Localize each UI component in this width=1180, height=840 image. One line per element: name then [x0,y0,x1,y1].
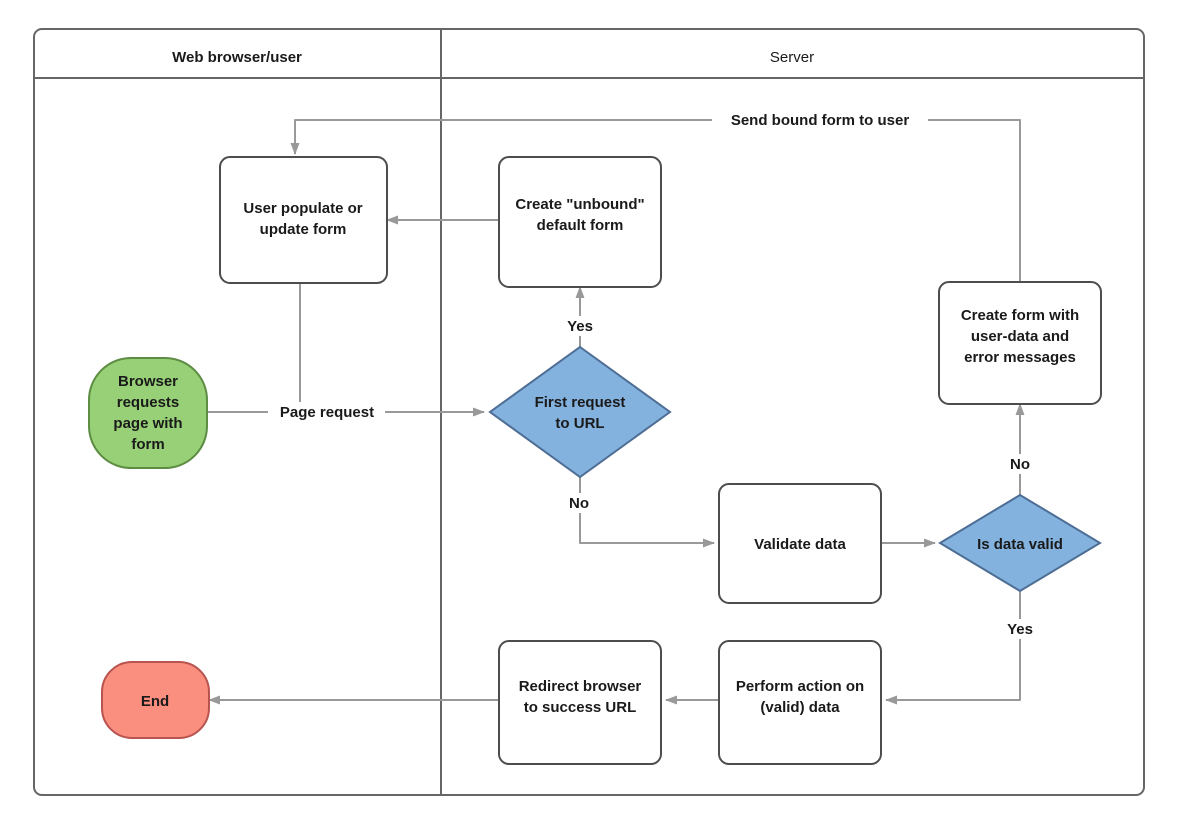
edge-send-bound-form-to-user [290,119,1021,282]
node-shape[interactable] [219,156,388,284]
edge-label-first-request-yes: Yes [562,316,598,336]
node-shape[interactable] [718,640,882,765]
node-label-line-3: error messages [964,349,1076,366]
node-redirect-browser-to-success-url[interactable]: Redirect browser to success URL [498,640,662,765]
node-label-line-2: (valid) data [760,699,840,716]
node-label-line-1: Validate data [754,536,846,553]
node-label-line-2: update form [260,221,347,238]
edge-label-backdrop [563,493,595,513]
node-shape[interactable] [498,156,662,288]
edge-label-text: Yes [567,318,593,335]
lane-title-server: Server [770,49,814,66]
node-label-line-3: page with [113,415,182,432]
node-label-line-1: Browser [118,373,178,390]
edge-label-page-request: Page request [268,402,385,422]
edge-label-is-data-valid-no: No [1004,454,1036,474]
node-end[interactable]: End [101,661,210,739]
edge-is-data-valid-yes [885,591,1021,705]
edge-label-backdrop [712,110,928,130]
node-create-form-with-user-data-and-error-messages[interactable]: Create form with user-data and error mes… [938,281,1102,405]
edge-label-send-bound-form-to-user: Send bound form to user [712,110,928,130]
node-validate-data[interactable]: Validate data [718,483,882,604]
node-is-data-valid[interactable]: Is data valid [938,493,1102,593]
node-shape[interactable] [88,357,208,469]
node-shape[interactable] [488,345,672,479]
edge-label-text: No [569,495,589,512]
edge-label-backdrop [1002,619,1038,639]
node-first-request-to-url[interactable]: First request to URL [488,345,672,479]
node-shape[interactable] [101,661,210,739]
edge-label-backdrop [268,402,385,422]
node-browser-requests-page-with-form[interactable]: Browser requests page with form [88,357,208,469]
node-label-line-4: form [131,436,164,453]
edge-label-is-data-valid-yes: Yes [1002,619,1038,639]
edge-labels-layer: Send bound form to user Page request Yes… [268,110,1038,639]
node-label-line-1: Perform action on [736,678,864,695]
node-user-populate-or-update-form[interactable]: User populate or update form [219,156,388,284]
node-label-line-1: First request [535,394,626,411]
node-label-line-2: to success URL [524,699,637,716]
edge-label-text: Send bound form to user [731,112,909,129]
node-label-line-2: user-data and [971,328,1069,345]
node-label-line-1: End [141,693,169,710]
node-perform-action-on-valid-data[interactable]: Perform action on (valid) data [718,640,882,765]
node-shape[interactable] [718,483,882,604]
edge-label-backdrop [562,316,598,336]
node-shape[interactable] [938,281,1102,405]
node-label-line-2: to URL [555,415,604,432]
node-label-line-1: User populate or [243,200,362,217]
node-label-line-2: requests [117,394,180,411]
edge-label-text: Yes [1007,621,1033,638]
edge-label-text: Page request [280,404,374,421]
node-label-line-1: Redirect browser [519,678,642,695]
node-shape[interactable] [938,493,1102,593]
node-label-line-1: Is data valid [977,536,1063,553]
node-create-unbound-default-form[interactable]: Create "unbound" default form [498,156,662,288]
edge-label-text: No [1010,456,1030,473]
lane-title-web-browser: Web browser/user [172,49,302,66]
node-shape[interactable] [498,640,662,765]
edge-label-first-request-no: No [563,493,595,513]
pool-outline [33,28,1145,796]
pool-container: Web browser/user Server [33,28,1145,796]
node-label-line-1: Create "unbound" [515,196,644,213]
node-label-line-1: Create form with [961,307,1079,324]
edge-label-backdrop [1004,454,1036,474]
node-label-line-2: default form [537,217,624,234]
edge-first-request-no [579,477,715,548]
